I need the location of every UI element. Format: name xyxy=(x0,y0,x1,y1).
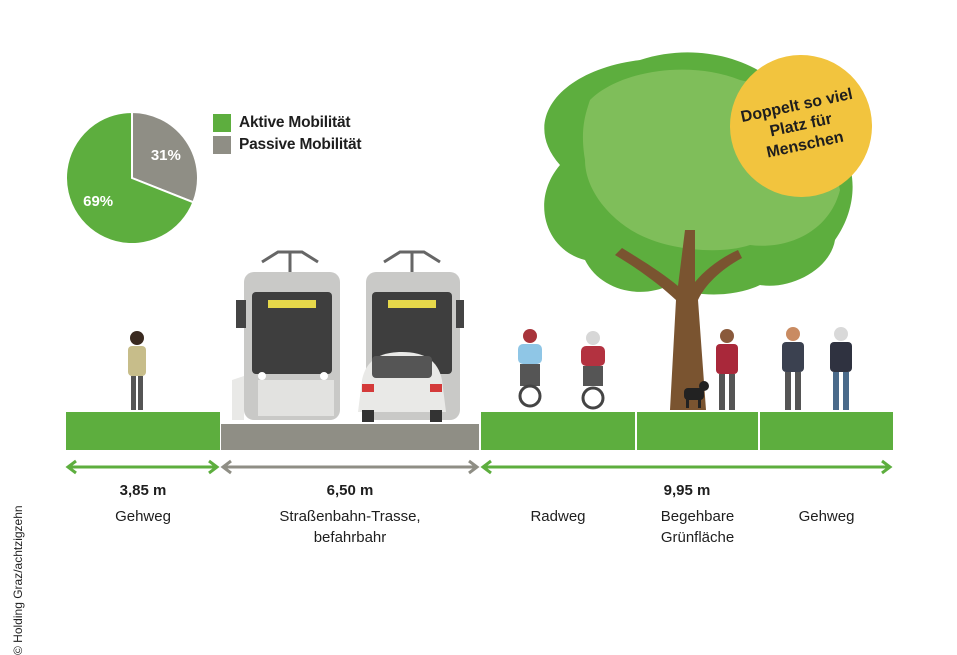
dog-icon xyxy=(684,381,709,408)
width-right-side: 9,95 m xyxy=(663,482,711,499)
dimension-arrow xyxy=(65,459,220,475)
pie-slice-passive xyxy=(131,110,199,204)
legend-swatch-passive xyxy=(213,136,231,154)
legend-item-passive: Passive Mobilität xyxy=(213,134,362,156)
width-sidewalk-left: 3,85 m xyxy=(119,482,167,499)
mobility-pie-chart: 31% 69% xyxy=(64,110,200,246)
green-area xyxy=(637,412,758,450)
label-green-area: Begehbare Grünfläche xyxy=(660,508,735,546)
pedestrian-icon xyxy=(128,331,146,410)
badge-text: Doppelt so viel Platz für Menschen xyxy=(739,85,855,162)
pedestrian-icon xyxy=(830,327,852,410)
legend-item-active: Aktive Mobilität xyxy=(213,112,361,134)
tram-track-strip xyxy=(221,424,479,450)
bike-lane xyxy=(481,412,635,450)
pedestrian-icon xyxy=(716,329,738,410)
pie-slice-active xyxy=(65,110,195,245)
cyclist-icon xyxy=(581,331,605,410)
image-credit: © Holding Graz/achtzigzehn xyxy=(11,505,25,655)
label-bike-lane: Radweg xyxy=(530,508,586,525)
cyclist-icon xyxy=(518,329,542,408)
dimension-arrow xyxy=(480,459,893,475)
car-icon xyxy=(232,376,244,420)
pie-legend: Aktive Mobilität Passive Mobilität xyxy=(213,112,362,156)
pedestrian-icon xyxy=(782,327,804,410)
label-sidewalk-left: Gehweg xyxy=(115,508,171,525)
label-tram-track: Straßenbahn-Trasse, befahrbahr xyxy=(279,508,421,546)
car-icon xyxy=(358,352,446,422)
label-sidewalk-right: Gehweg xyxy=(798,508,855,525)
sidewalk-left xyxy=(66,412,220,450)
tram-icon xyxy=(236,250,340,420)
sidewalk-right xyxy=(760,412,893,450)
dimension-arrow xyxy=(220,459,480,475)
pie-label-active: 69% xyxy=(83,193,113,210)
pie-label-passive: 31% xyxy=(151,147,181,164)
width-tram-track: 6,50 m xyxy=(326,482,374,499)
legend-swatch-active xyxy=(213,114,231,132)
legend-label-active: Aktive Mobilität xyxy=(239,114,351,131)
legend-label-passive: Passive Mobilität xyxy=(239,136,362,153)
